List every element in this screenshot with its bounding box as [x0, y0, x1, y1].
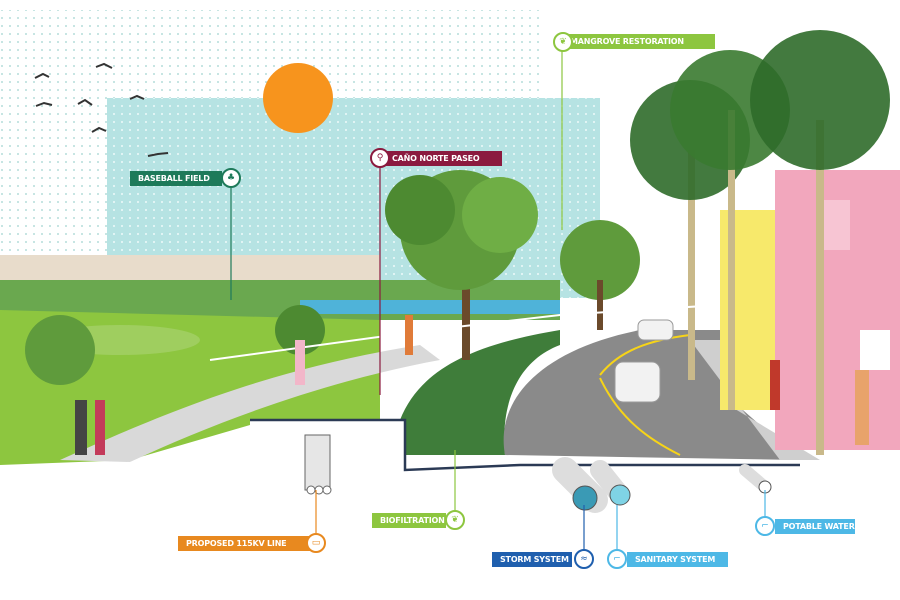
people — [75, 315, 869, 455]
palm-trees — [630, 30, 890, 455]
car — [614, 361, 661, 403]
biofiltration-planting — [400, 330, 560, 455]
pipe-icon: ⌐ — [607, 549, 627, 569]
sun — [263, 63, 333, 133]
sanitary-system-label: SANITARY SYSTEM — [627, 552, 728, 567]
railing — [209, 304, 721, 361]
leaf-icon: ❦ — [553, 32, 573, 52]
leader-lines — [230, 42, 766, 550]
trees — [25, 170, 640, 385]
potable-water-label: POTABLE WATER — [775, 519, 855, 534]
ground-line — [250, 418, 800, 472]
sidewalk — [690, 340, 820, 460]
pedestrian-icon: ⚲ — [370, 148, 390, 168]
birds — [34, 62, 169, 157]
cano-norte-paseo-label: CAÑO NORTE PASEO — [384, 151, 502, 166]
proposed-115kv-line-label: PROPOSED 115KV LINE — [178, 536, 312, 551]
waves-icon: ≈ — [574, 549, 594, 569]
battery-icon: ▭ — [306, 533, 326, 553]
trees-icon: ♣ — [221, 168, 241, 188]
faucet-icon: ⌐ — [755, 516, 775, 536]
paseo-path — [60, 345, 440, 462]
biofiltration-label: BIOFILTRATION — [372, 513, 446, 528]
baseball-field-label: BASEBALL FIELD — [130, 171, 222, 186]
mangrove-restoration-label: MANGROVE RESTORATION — [562, 34, 715, 49]
utility-pipes — [304, 434, 772, 513]
storm-system-label: STORM SYSTEM — [492, 552, 572, 567]
leaf-icon: ❦ — [445, 510, 465, 530]
